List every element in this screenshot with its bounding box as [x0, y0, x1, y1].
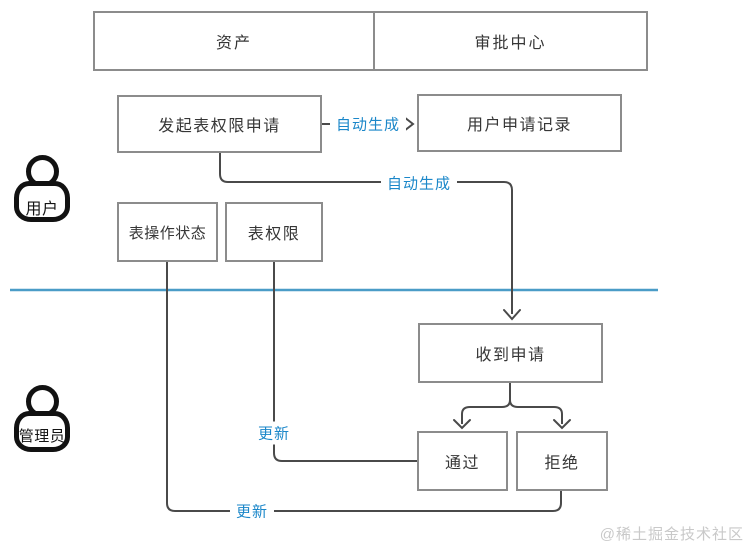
edge-approve-perm — [273, 262, 417, 462]
edge-label-auto-generate-2: 自动生成 — [380, 171, 458, 195]
watermark: @稀土掘金技术社区 — [599, 526, 744, 543]
person-body-icon — [14, 181, 70, 222]
edge-reject-opstatus — [166, 262, 562, 512]
arrowhead-down-icon — [503, 309, 521, 321]
edge-label-auto-generate-1: 自动生成 — [329, 112, 407, 136]
node-approve: 通过 — [417, 431, 508, 491]
arrowhead-right-icon — [403, 116, 415, 132]
edge-receive-reject — [509, 399, 563, 424]
edge-receive-approve — [461, 383, 511, 424]
node-table-operation-status: 表操作状态 — [117, 202, 218, 262]
node-user-application-record: 用户申请记录 — [417, 94, 622, 152]
arrowhead-down-icon — [453, 419, 471, 430]
header-cell-approval-center: 审批中心 — [474, 35, 547, 52]
admin-lane-label: 管理员 — [18, 428, 66, 445]
edge-request-receive — [219, 153, 513, 314]
user-actor: 用户 — [14, 155, 70, 222]
admin-actor: 管理员 — [14, 385, 70, 452]
node-receive-application: 收到申请 — [418, 323, 603, 383]
node-table-permission: 表权限 — [225, 202, 323, 262]
edge-label-update-1: 更新 — [251, 421, 297, 445]
node-reject: 拒绝 — [516, 431, 608, 491]
user-lane-label: 用户 — [25, 201, 59, 218]
header-box: 资产 审批中心 — [93, 11, 648, 71]
edge-label-update-2: 更新 — [229, 499, 275, 523]
arrowhead-down-icon — [553, 419, 571, 430]
header-cell-assets: 资产 — [95, 13, 375, 69]
node-initiate-table-permission-request: 发起表权限申请 — [117, 95, 322, 153]
person-body-icon — [14, 411, 70, 452]
